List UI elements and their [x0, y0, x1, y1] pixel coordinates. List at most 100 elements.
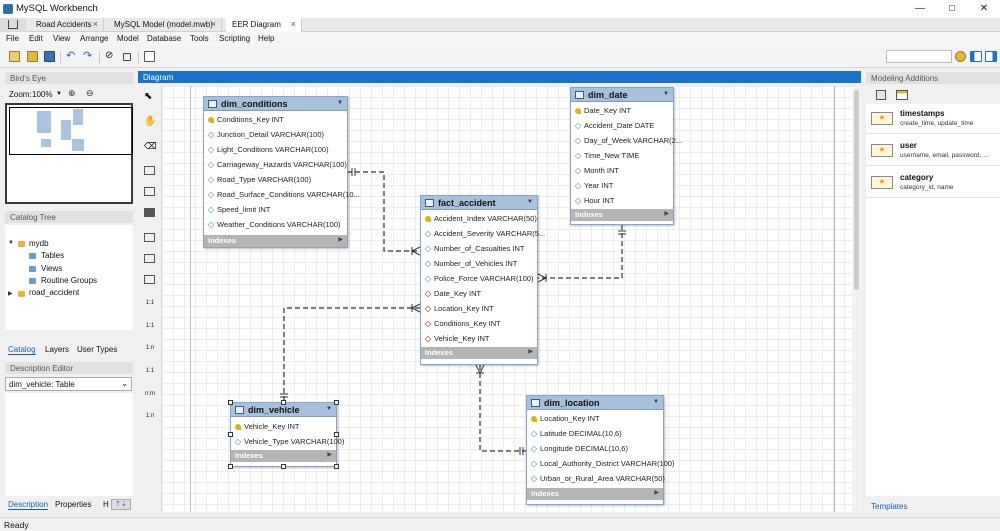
indexes-section[interactable]: Indexes▶ — [231, 450, 336, 462]
entity-fact-accident[interactable]: fact_accident ▼ Accident_Index VARCHAR(5… — [420, 195, 545, 365]
diagram-vertical-scrollbar[interactable] — [852, 86, 861, 512]
expand-arrow-icon[interactable]: ▶ — [664, 211, 669, 217]
tree-item-routine-groups[interactable]: Routine Groups — [41, 276, 98, 285]
resize-handle[interactable] — [334, 432, 339, 437]
column-item[interactable]: Police_Force VARCHAR(100) — [424, 274, 533, 283]
tab-history[interactable]: H — [103, 500, 109, 509]
toggle-grid-icon[interactable]: ⊘ — [105, 50, 114, 61]
relationship-1-n-icon[interactable]: 1:n — [145, 345, 155, 351]
indexes-section[interactable]: Indexes▶ — [571, 209, 673, 221]
template-catalog-icon[interactable] — [896, 90, 908, 100]
collapse-arrow-icon[interactable]: ▼ — [653, 399, 659, 405]
column-item[interactable]: Vehicle_Key INT — [235, 422, 299, 431]
resize-handle[interactable] — [334, 464, 339, 469]
table-tool-icon[interactable] — [144, 233, 155, 242]
toggle-page-icon[interactable] — [123, 53, 131, 61]
column-item[interactable]: Road_Type VARCHAR(100) — [207, 175, 311, 184]
document-properties-icon[interactable] — [144, 51, 155, 62]
resize-handle[interactable] — [228, 432, 233, 437]
column-item[interactable]: Road_Surface_Conditions VARCHAR(10... — [207, 190, 360, 199]
resize-handle[interactable] — [334, 400, 339, 405]
zoom-in-icon[interactable]: ⊕ — [68, 88, 76, 98]
redo-icon[interactable]: ↷ — [83, 50, 93, 62]
template-user[interactable]: ★ user username, email, password, ... — [866, 136, 1000, 166]
home-tab[interactable] — [0, 18, 26, 32]
routine-group-tool-icon[interactable] — [144, 275, 155, 284]
column-item[interactable]: Time_New TIME — [574, 151, 639, 160]
column-item[interactable]: Light_Conditions VARCHAR(100) — [207, 145, 329, 154]
menu-database[interactable]: Database — [147, 34, 182, 43]
tree-item-views[interactable]: Views — [41, 264, 63, 273]
column-item[interactable]: Carriageway_Hazards VARCHAR(100) — [207, 160, 347, 169]
import-template-icon[interactable] — [876, 90, 886, 100]
tab-properties[interactable]: Properties — [55, 500, 92, 509]
collapse-arrow-icon[interactable]: ▼ — [527, 199, 533, 205]
undo-icon[interactable]: ↶ — [66, 50, 76, 62]
column-item[interactable]: Month INT — [574, 166, 619, 175]
close-window-button[interactable]: ✕ — [979, 3, 989, 14]
tree-item-road-accident[interactable]: road_accident — [29, 288, 80, 297]
minimize-button[interactable]: — — [915, 3, 925, 14]
resize-handle[interactable] — [281, 464, 286, 469]
entity-header[interactable]: dim_date ▼ — [571, 88, 673, 102]
entity-dim-conditions[interactable]: dim_conditions ▼ Conditions_Key INT Junc… — [203, 96, 360, 248]
column-item[interactable]: Date_Key INT — [424, 289, 481, 298]
column-item[interactable]: Location_Key INT — [424, 304, 494, 313]
column-item[interactable]: Local_Authority_District VARCHAR(100) — [530, 459, 675, 468]
indexes-section[interactable]: Indexes▶ — [527, 488, 663, 500]
relationship-location-fact[interactable] — [479, 365, 526, 452]
hand-tool-icon[interactable]: ✋ — [144, 116, 157, 127]
description-object-select[interactable]: dim_vehicle: Table ⌄ — [5, 377, 132, 391]
view-tool-icon[interactable] — [144, 254, 155, 263]
column-item[interactable]: Number_of_Casualties INT — [424, 244, 524, 253]
tab-description[interactable]: Description — [8, 500, 49, 510]
expand-arrow-icon[interactable]: ▶ — [327, 452, 332, 458]
zoom-dropdown-icon[interactable]: ▼ — [56, 91, 62, 97]
column-item[interactable]: Weather_Conditions VARCHAR(100) — [207, 220, 341, 229]
relationship-1-n-icon[interactable]: 1:n — [145, 413, 155, 419]
column-item[interactable]: Vehicle_Key INT — [424, 334, 489, 343]
column-item[interactable]: Day_of_Week VARCHAR(2... — [574, 136, 682, 145]
menu-edit[interactable]: Edit — [29, 34, 43, 43]
column-item[interactable]: Location_Key INT — [531, 414, 600, 423]
tree-item-mydb[interactable]: mydb — [29, 239, 49, 248]
minimap-viewport[interactable] — [9, 107, 133, 155]
description-textarea[interactable] — [5, 393, 133, 496]
save-icon[interactable] — [44, 51, 55, 62]
column-item[interactable]: Urban_or_Rural_Area VARCHAR(50) — [530, 474, 665, 483]
entity-header[interactable]: dim_conditions ▼ — [204, 97, 347, 111]
resize-handle[interactable] — [281, 400, 286, 405]
menu-file[interactable]: File — [6, 34, 19, 43]
tab-catalog[interactable]: Catalog — [8, 345, 36, 355]
tab-scroll-arrows-icon[interactable]: ⇡⇣ — [111, 499, 131, 510]
relationship-1-1-icon[interactable]: 1:1 — [145, 323, 155, 329]
resize-handle[interactable] — [228, 400, 233, 405]
entity-dim-date[interactable]: dim_date ▼ Date_Key INT Accident_Date DA… — [570, 87, 682, 225]
pointer-tool-icon[interactable]: ⬉ — [144, 91, 153, 102]
relationship-1-1-icon[interactable]: 1:1 — [145, 300, 155, 306]
expand-arrow-icon[interactable]: ▶ — [338, 237, 343, 243]
note-tool-icon[interactable] — [144, 187, 155, 196]
entity-header[interactable]: dim_location ▼ — [527, 396, 663, 410]
column-item[interactable]: Conditions_Key INT — [208, 115, 284, 124]
collapse-arrow-icon[interactable]: ▼ — [337, 100, 343, 106]
expand-arrow-icon[interactable]: ▶ — [8, 291, 13, 297]
template-category[interactable]: ★ category category_id, name — [866, 168, 1000, 198]
column-item[interactable]: Speed_limit INT — [207, 205, 270, 214]
relationship-1-1-icon[interactable]: 1:1 — [145, 368, 155, 374]
column-item[interactable]: Longitude DECIMAL(10,6) — [530, 444, 628, 453]
column-item[interactable]: Hour INT — [574, 196, 614, 205]
column-item[interactable]: Year INT — [574, 181, 613, 190]
expand-arrow-icon[interactable]: ▼ — [8, 240, 14, 246]
eraser-tool-icon[interactable]: ⌫ — [144, 141, 157, 151]
entity-header[interactable]: dim_vehicle ▼ — [231, 403, 336, 417]
close-tab-icon[interactable]: × — [92, 19, 98, 29]
column-item[interactable]: Accident_Severity VARCHAR(5... — [424, 229, 545, 238]
menu-model[interactable]: Model — [117, 34, 139, 43]
scrollbar-thumb[interactable] — [854, 90, 859, 290]
column-item[interactable]: Accident_Index VARCHAR(50) — [425, 214, 537, 223]
template-timestamps[interactable]: ★ timestamps create_time, update_time — [866, 104, 1000, 134]
relationship-date-fact[interactable] — [538, 225, 623, 279]
tab-eer-diagram[interactable]: EER Diagram× — [226, 18, 302, 32]
entity-dim-location[interactable]: dim_location ▼ Location_Key INT Latitude… — [526, 395, 675, 505]
